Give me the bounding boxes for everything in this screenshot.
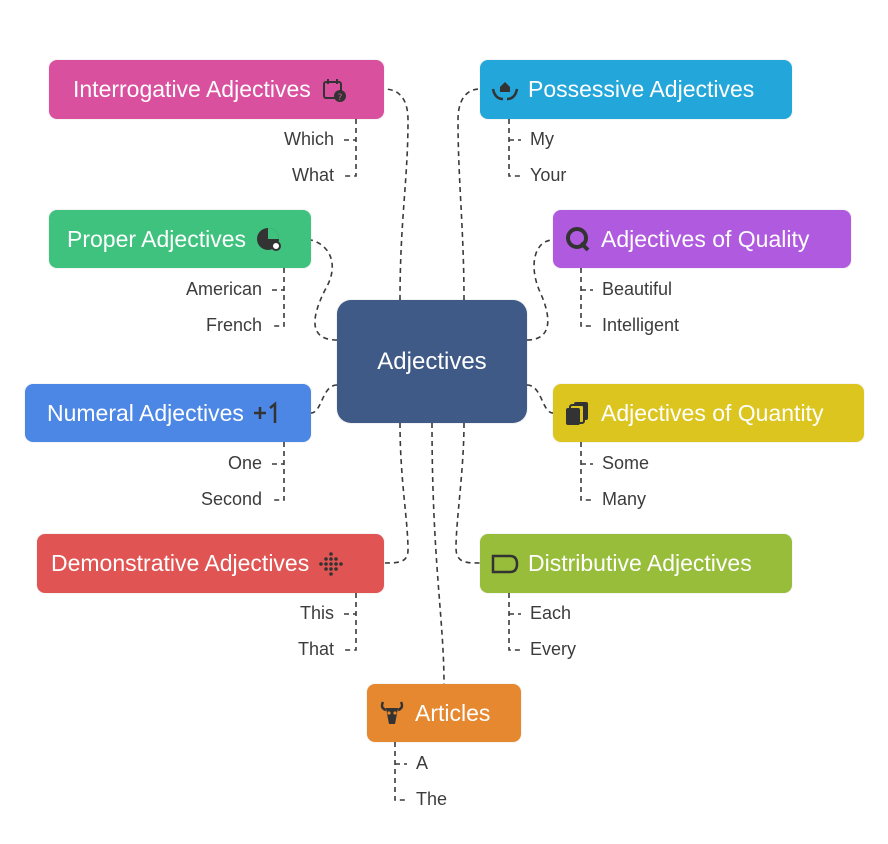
- branch-interrogative[interactable]: Interrogative Adjectives ?: [49, 60, 384, 119]
- leaf-every: Every: [530, 639, 577, 659]
- branch-label: Adjectives of Quantity: [601, 399, 824, 426]
- hands-house-icon: [490, 75, 520, 105]
- branch-label: Articles: [415, 699, 491, 726]
- leaf-intelligent: Intelligent: [602, 315, 680, 335]
- branch-label: Demonstrative Adjectives: [51, 550, 310, 576]
- branch-possessive[interactable]: Possessive Adjectives: [480, 60, 792, 119]
- branch-label: Interrogative Adjectives: [73, 76, 311, 102]
- svg-text:?: ?: [337, 93, 342, 103]
- central-topic[interactable]: Adjectives: [337, 300, 527, 423]
- leaf-many: Many: [602, 489, 647, 509]
- leaf-a: A: [416, 753, 429, 773]
- pie-badge-icon: [254, 224, 284, 254]
- branch-quality[interactable]: Adjectives of Quality: [553, 210, 851, 268]
- leaf-this: This: [299, 603, 334, 623]
- central-topic-label: Adjectives: [377, 347, 487, 375]
- branch-label: Adjectives of Quality: [601, 225, 810, 252]
- branch-quantity[interactable]: Adjectives of Quantity: [553, 384, 864, 442]
- leaf-each: Each: [530, 603, 572, 623]
- branch-label: Distributive Adjectives: [528, 550, 752, 576]
- dotted-arrow-icon: [317, 549, 347, 579]
- goat-head-icon: [377, 698, 407, 728]
- branch-numeral[interactable]: Numeral Adjectives: [25, 384, 311, 442]
- leaf-some: Some: [602, 453, 650, 473]
- letter-q-icon: [563, 224, 593, 254]
- branch-distributive[interactable]: Distributive Adjectives: [480, 534, 792, 593]
- leaf-beautiful: Beautiful: [602, 279, 673, 299]
- branch-label: Proper Adjectives: [67, 225, 246, 252]
- leaf-that: That: [297, 639, 334, 659]
- leaf-which: Which: [283, 129, 334, 149]
- leaf-the: The: [416, 789, 448, 809]
- tag-outline-icon: [490, 549, 520, 579]
- branch-articles[interactable]: Articles: [367, 684, 521, 742]
- leaf-american: American: [185, 279, 262, 299]
- branch-proper[interactable]: Proper Adjectives: [49, 210, 311, 268]
- stacked-pages-icon: [563, 398, 593, 428]
- branch-label: Numeral Adjectives: [47, 399, 244, 426]
- plus-one-icon: [252, 398, 282, 428]
- leaf-french: French: [205, 315, 262, 335]
- leaf-your: Your: [530, 165, 567, 185]
- branch-demonstrative[interactable]: Demonstrative Adjectives: [37, 534, 384, 593]
- leaf-one: One: [227, 453, 262, 473]
- leaf-what: What: [291, 165, 334, 185]
- leaf-second: Second: [200, 489, 262, 509]
- leaf-my: My: [530, 129, 554, 149]
- calendar-question-icon: ?: [319, 75, 349, 105]
- branch-label: Possessive Adjectives: [528, 76, 755, 102]
